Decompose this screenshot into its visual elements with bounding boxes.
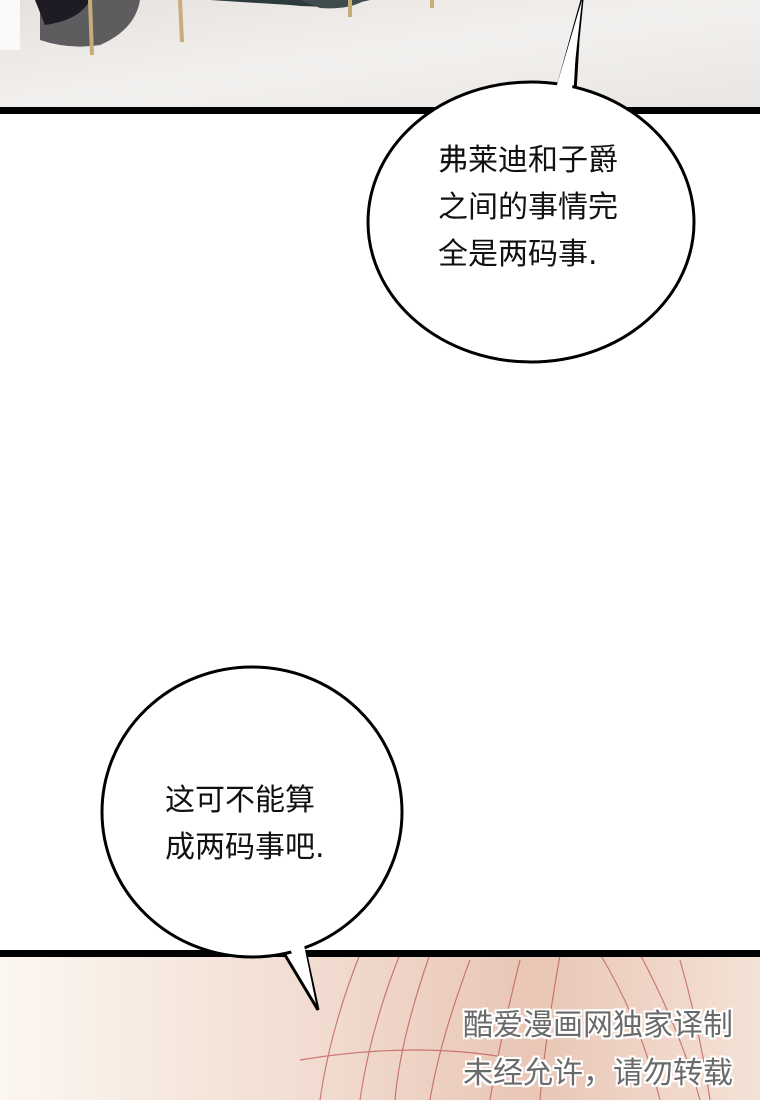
panel-border bbox=[0, 107, 760, 114]
watermark-line: 酷爱漫画网独家译制 bbox=[463, 1008, 733, 1043]
watermark-line: 未经允许，请勿转载 bbox=[463, 1056, 733, 1091]
bottom-panel bbox=[0, 950, 760, 1100]
bubble-line: 成两码事吧. bbox=[165, 830, 325, 865]
bubble-2-text: 这可不能算 成两码事吧. bbox=[165, 777, 325, 871]
watermark: 酷爱漫画网独家译制 未经允许，请勿转载 bbox=[463, 1002, 733, 1098]
speech-bubble-2 bbox=[100, 665, 404, 1011]
speech-bubble-1 bbox=[366, 0, 696, 364]
bubble-line: 全是两码事. bbox=[438, 237, 598, 272]
bubble-1-text: 弗莱迪和子爵 之间的事情完 全是两码事. bbox=[438, 137, 618, 278]
panel-border bbox=[0, 950, 760, 957]
top-panel bbox=[0, 0, 760, 114]
bubble-line: 弗莱迪和子爵 bbox=[438, 143, 618, 178]
bubble-line: 这可不能算 bbox=[165, 783, 315, 818]
bubble-line: 之间的事情完 bbox=[438, 190, 618, 225]
